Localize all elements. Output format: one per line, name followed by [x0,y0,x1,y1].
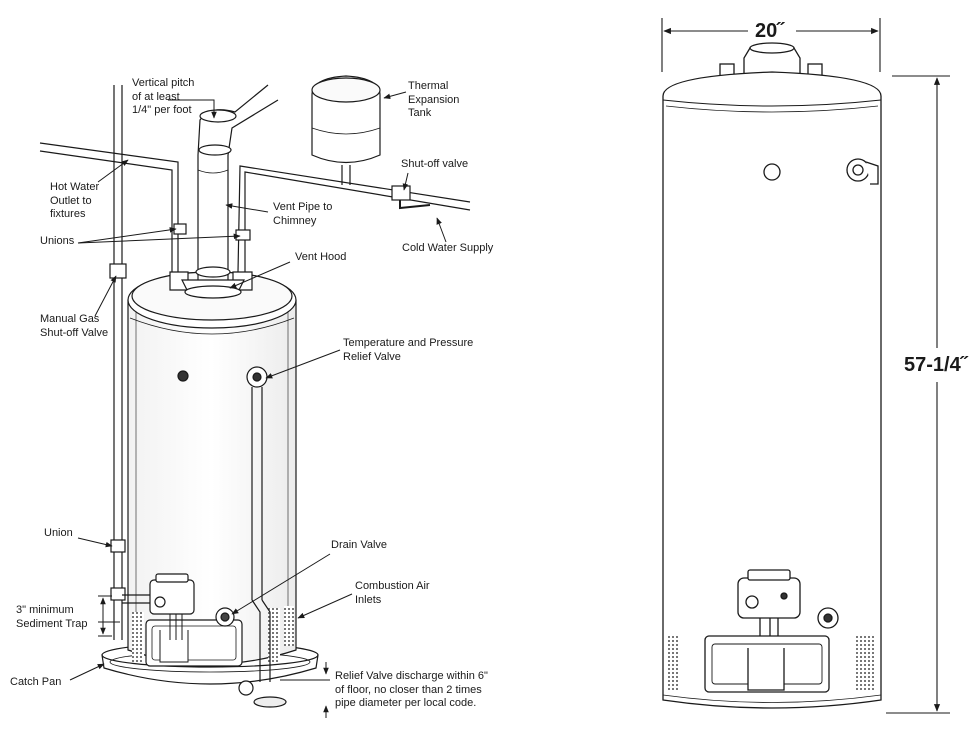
label-sediment-trap: 3" minimum Sediment Trap [16,604,88,630]
width-dimension: 20˝ [755,20,784,42]
left-heater-installation [39,75,471,708]
label-combustion-air-inlets: Combustion Air Inlets [355,580,430,606]
arrow-union [77,537,113,548]
thermal-expansion-tank [311,75,381,185]
label-catch-pan: Catch Pan [10,676,62,688]
dimension-lines [661,18,950,714]
arrow-shutoff-valve [402,172,409,191]
label-union: Union [44,527,73,539]
label-vent-hood: Vent Hood [295,251,347,263]
label-relief-discharge: Relief Valve discharge within 6" of floo… [335,670,488,709]
combustion-air-louvers-right [666,636,876,692]
label-drain-valve: Drain Valve [331,539,388,551]
gas-control-valve [149,573,195,640]
arrow-expansion-tank [383,91,407,100]
label-vertical-pitch: Vertical pitch of at least 1/4" per foot [132,77,195,116]
arrow-hot-water-outlet [97,159,129,183]
arrow-combustion-air [297,593,353,619]
gas-control-valve-right [737,569,801,648]
arrow-catch-pan [69,663,105,681]
arrow-gas-valve [94,275,117,317]
vent-pipe [197,84,279,292]
label-hot-water-outlet: Hot Water Outlet to fixtures [50,181,100,220]
right-tank-shell [662,71,882,709]
arrow-tp-valve [265,349,341,379]
cold-water-supply-pipe [232,165,471,291]
label-shutoff-valve: Shut-off valve [401,158,469,170]
combustion-air-louvers-left [132,606,294,662]
arrow-unions-1 [77,227,177,244]
vent-hood [181,266,245,299]
arrow-drain-valve [231,553,331,615]
ge-logo [763,163,781,181]
height-dimension: 57-1/4˝ [904,354,968,376]
tp-relief-valve-left [246,366,271,682]
label-unions: Unions [40,235,75,247]
label-cold-water-supply: Cold Water Supply [402,242,494,254]
arrow-vent-pipe [225,203,269,213]
label-vent-pipe: Vent Pipe to Chimney [273,201,333,227]
drain-valve [215,607,235,627]
gas-supply-line [109,85,150,640]
label-manual-gas-valve: Manual Gas Shut-off Valve [40,313,109,339]
relief-discharge-outlet [238,680,287,708]
burner-access-door [145,619,243,667]
arrow-unions-2 [77,233,241,244]
arrow-vertical-pitch [168,99,217,119]
drain-valve-right [817,607,839,629]
arrow-vent-hood [229,261,291,289]
label-tp-relief-valve: Temperature and Pressure Relief Valve [343,337,474,363]
callout-arrows [69,91,447,718]
tp-relief-valve-right [846,158,879,185]
burner-door-right [704,635,830,693]
label-thermal-expansion-tank: Thermal Expansion Tank [408,80,460,119]
arrow-cold-water [436,217,447,243]
right-heater-elevation [662,42,882,709]
